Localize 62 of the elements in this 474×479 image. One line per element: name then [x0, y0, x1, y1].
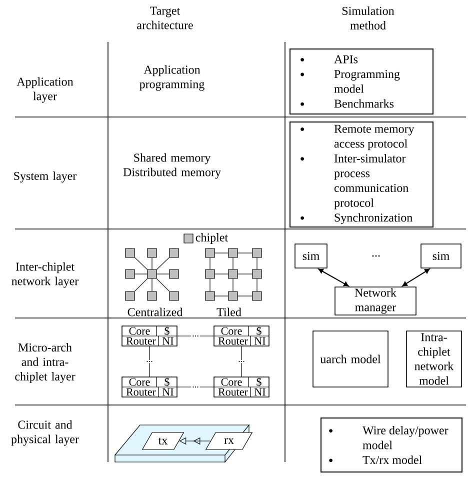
router-tile: Core $ Router NI [214, 376, 270, 398]
chiplet-square [228, 291, 238, 301]
chiplet-square [169, 269, 179, 279]
connection-line [256, 278, 258, 292]
chiplet-square [205, 248, 215, 258]
row-label: Simulation method [342, 6, 394, 30]
arrow [318, 268, 349, 286]
row-label: ... [372, 255, 380, 257]
chiplet-square [252, 269, 262, 279]
bullet-list-box: Remote memory access protocol Inter-simulator process communication protocol Synchronization [290, 122, 434, 228]
row-label: Circuit and physical layer [11, 420, 79, 446]
bullet-list-box: Wire delay/power model Tx/rx model [320, 418, 462, 472]
chiplet-square [252, 248, 262, 258]
chiplet-square [228, 248, 238, 258]
row-label: Inter-chiplet network layer [12, 262, 79, 288]
row-label: Micro-arch and intra-chiplet layer [15, 343, 76, 383]
model-box: uarch model [312, 330, 388, 388]
router-tile: Core $ Router NI [122, 376, 178, 398]
chiplet-square [147, 269, 157, 279]
connection-line [149, 346, 150, 377]
row-label: Application layer [16, 77, 74, 103]
chiplet-square [147, 291, 157, 301]
connection-line [241, 346, 242, 377]
chiplet-square [228, 269, 238, 279]
edge-label: ... [191, 334, 200, 338]
legend-text: chiplet [196, 233, 228, 244]
connection-line [156, 257, 170, 270]
row-label: Shared memory Distributed memory [123, 153, 221, 179]
chiplet-square [169, 291, 179, 301]
router-tile: Core $ Router NI [122, 326, 178, 346]
model-box: Intra-chiplet network model [406, 330, 462, 388]
arrow [402, 268, 430, 286]
connection-line [232, 278, 234, 292]
row-label: System layer [14, 172, 77, 182]
chiplet-square [147, 248, 157, 258]
connection-line [232, 258, 234, 270]
model-box: sim [420, 244, 462, 268]
connection-line [214, 252, 228, 254]
chiplet-square [125, 291, 135, 301]
chiplet-square [125, 248, 135, 258]
connection-line [177, 386, 214, 388]
connection-line [134, 257, 148, 270]
edge-label: ... [237, 360, 246, 364]
router-tile: Core $ Router NI [214, 326, 270, 346]
chiplet-square [125, 269, 135, 279]
model-box: Network manager [334, 286, 416, 316]
row-label: Centralized [128, 308, 183, 316]
row-label: Tiled [216, 308, 242, 316]
chiplet-square [252, 291, 262, 301]
chiplet-square [205, 269, 215, 279]
model-box: sim [294, 244, 328, 268]
edge-label: ... [191, 385, 200, 389]
chiplet-square [205, 291, 215, 301]
edge-label: ... [145, 360, 154, 364]
connection-line [256, 258, 258, 270]
connection-line [134, 278, 148, 292]
row-label: Application programming [140, 65, 204, 91]
chiplet-square [169, 248, 179, 258]
connection-line [156, 278, 170, 292]
bullet-list-box: APIs Programming model Benchmarks [290, 48, 434, 114]
row-label: Target architecture [137, 6, 193, 30]
connection-line [238, 252, 252, 254]
